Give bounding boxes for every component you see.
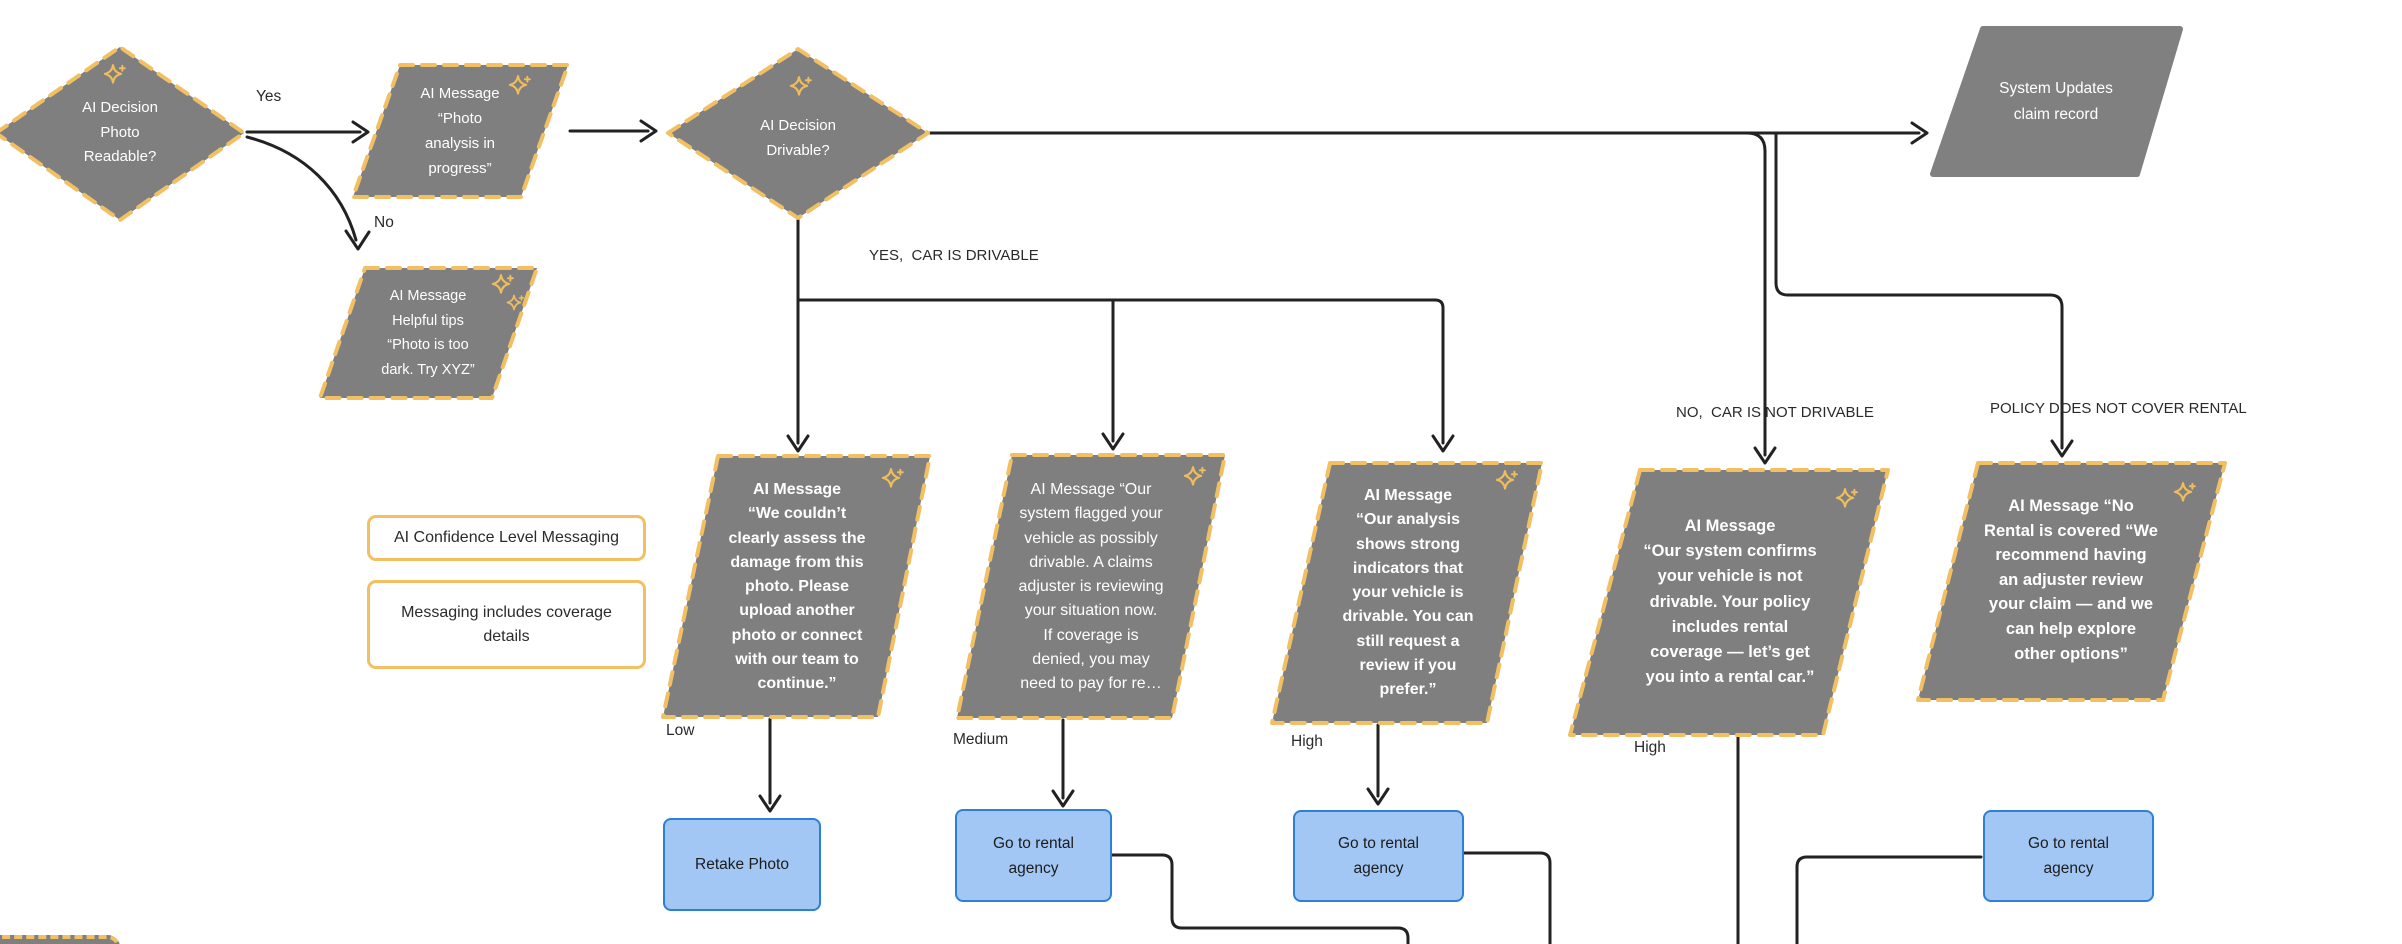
edge-no-drivable <box>1745 131 1767 457</box>
edge-rental1-loop <box>1108 853 1410 944</box>
node-helpful-tips-shape[interactable] <box>318 266 539 400</box>
go-to-rental-agency-button-1[interactable]: Go to rental agency <box>955 809 1112 902</box>
edge-medium-drop-arrow <box>1101 432 1125 451</box>
edge-rental3-feed <box>1795 855 1983 944</box>
edge-label-policy-no-rental: POLICY DOES NOT COVER RENTAL <box>1990 400 2247 417</box>
edge-label-no: No <box>374 214 394 231</box>
node-photo-readable-shape[interactable] <box>0 45 246 222</box>
edge-medium-rental-arrow <box>1051 789 1075 808</box>
note-coverage-details[interactable]: Messaging includes coverage details <box>367 580 646 669</box>
edge-label-high-2: High <box>1634 739 1666 756</box>
edge-yes-branch-vertical-arrow <box>786 434 810 453</box>
edge-high-drop-arrow <box>1431 434 1455 453</box>
node-system-update-shape[interactable] <box>1930 26 2183 177</box>
edge-label-high: High <box>1291 733 1323 750</box>
edge-rental2-loop <box>1460 851 1552 944</box>
node-medium-confidence-shape[interactable] <box>955 453 1227 720</box>
edge-label-medium: Medium <box>953 731 1009 748</box>
edge-readable-no <box>245 135 358 242</box>
retake-photo-button[interactable]: Retake Photo <box>663 818 821 911</box>
go-to-rental-agency-button-3[interactable]: Go to rental agency <box>1983 810 2154 902</box>
edge-progress-drivable-arrow <box>639 119 658 143</box>
edge-no-drivable-arrow <box>1753 446 1777 465</box>
edge-readable-yes-arrow <box>351 120 370 144</box>
go-to-rental-agency-button-2[interactable]: Go to rental agency <box>1293 810 1464 902</box>
node-photo-progress-shape[interactable] <box>351 63 570 199</box>
edge-yes-branch-horizontal <box>796 298 1445 445</box>
node-no-rental-shape[interactable] <box>1916 461 2227 702</box>
edge-policy-branch <box>1774 131 2064 450</box>
node-partial-bottom-left[interactable] <box>0 935 120 944</box>
note-confidence-messaging[interactable]: AI Confidence Level Messaging <box>367 515 646 561</box>
edge-drivable-system-arrow <box>1910 121 1929 145</box>
edge-label-low: Low <box>666 722 695 739</box>
edge-readable-no-arrow <box>344 229 371 251</box>
node-drivable-shape[interactable] <box>666 47 930 220</box>
node-low-confidence-shape[interactable] <box>661 454 932 719</box>
edge-low-retake-arrow <box>758 794 782 813</box>
edge-label-yes: Yes <box>256 88 282 105</box>
edge-label-yes-drivable: YES, CAR IS DRIVABLE <box>869 247 1039 264</box>
edge-high-rental-arrow <box>1366 787 1390 806</box>
edge-label-no-not-drivable: NO, CAR IS NOT DRIVABLE <box>1676 404 1874 421</box>
node-high-confidence-shape[interactable] <box>1270 461 1544 725</box>
node-not-drivable-shape[interactable] <box>1568 468 1890 737</box>
edge-policy-branch-arrow <box>2050 439 2074 458</box>
